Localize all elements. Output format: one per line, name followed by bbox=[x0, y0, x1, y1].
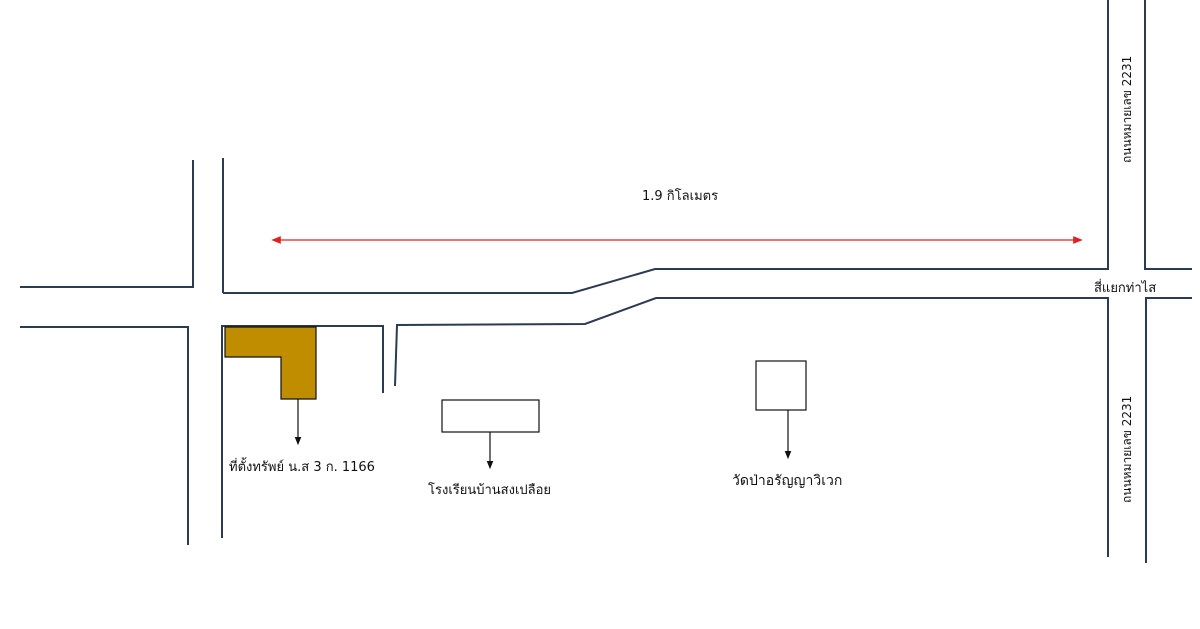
road-network bbox=[20, 0, 1192, 563]
temple-building bbox=[755, 360, 807, 411]
road-main-south-edge bbox=[394, 297, 1109, 557]
temple-label: วัดป่าอรัญญาวิเวก bbox=[732, 473, 842, 489]
school-label: โรงเรียนบ้านสงเปลือย bbox=[428, 482, 551, 498]
road-2231-east-lower bbox=[1145, 297, 1192, 563]
road-main-north-edge bbox=[223, 0, 1109, 294]
property-parcel bbox=[224, 326, 317, 400]
school-building bbox=[441, 399, 540, 433]
road-west-upper-edge bbox=[20, 160, 194, 288]
property-label: ที่ตั้งทรัพย์ น.ส 3 ก. 1166 bbox=[229, 457, 375, 475]
road-2231-east-upper bbox=[1144, 0, 1192, 270]
road-2231-label-north: ถนนหมายเลข 2231 bbox=[1120, 56, 1134, 163]
road-2231-label-south: ถนนหมายเลข 2231 bbox=[1120, 396, 1134, 503]
road-west-lower-edge bbox=[20, 326, 189, 545]
intersection-label: สี่แยกท่าไส bbox=[1094, 279, 1156, 296]
distance-label: 1.9 กิโลเมตร bbox=[642, 188, 718, 204]
road-left-vertical-lower bbox=[221, 325, 384, 538]
